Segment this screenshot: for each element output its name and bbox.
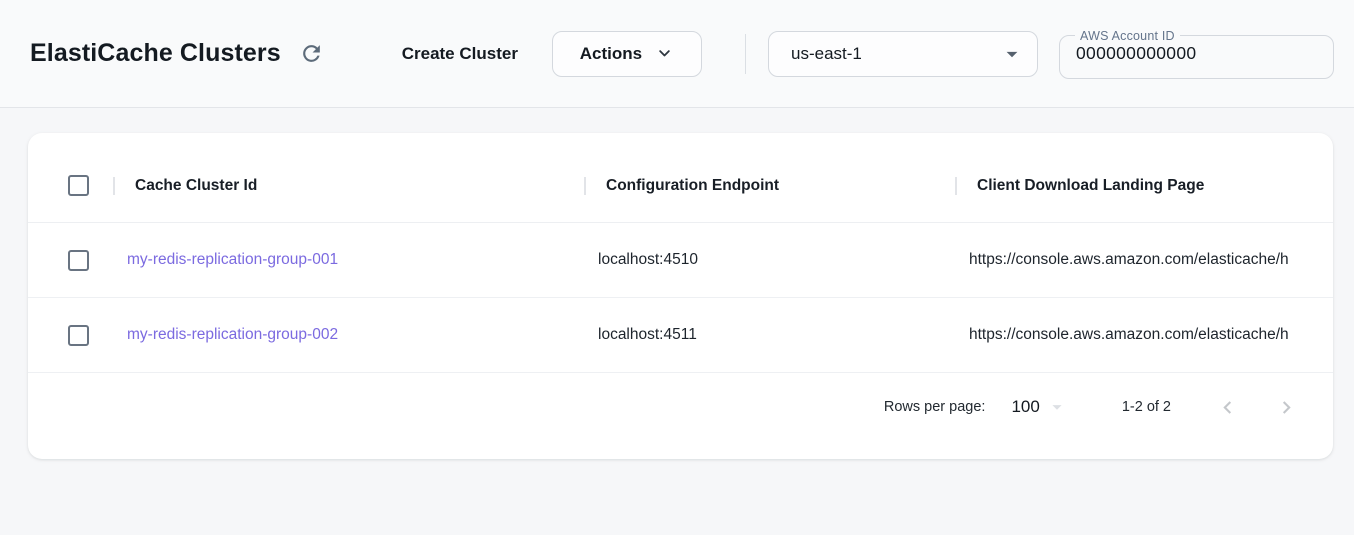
pagination-range-label: 1-2 of 2 xyxy=(1121,399,1171,415)
page-title: ElastiCache Clusters xyxy=(30,39,281,67)
cell-configuration-endpoint: localhost:4511 xyxy=(598,326,697,343)
column-header-cache-cluster-id[interactable]: Cache Cluster Id xyxy=(113,177,584,195)
previous-page-button[interactable] xyxy=(1215,395,1240,420)
cell-cache-cluster-id: my-redis-replication-group-001 xyxy=(113,251,584,269)
table-header-row: Cache Cluster Id Configuration Endpoint … xyxy=(28,149,1333,223)
aws-account-id-input[interactable] xyxy=(1076,34,1324,73)
page-content: Cache Cluster Id Configuration Endpoint … xyxy=(0,133,1354,459)
cluster-link[interactable]: my-redis-replication-group-001 xyxy=(127,251,339,268)
rows-per-page-select[interactable]: 100 xyxy=(1011,396,1067,418)
select-all-checkbox[interactable] xyxy=(68,175,89,196)
actions-button[interactable]: Actions xyxy=(551,30,702,77)
cluster-link[interactable]: my-redis-replication-group-002 xyxy=(127,326,339,343)
chevron-left-icon xyxy=(1215,395,1240,420)
table-pagination: Rows per page: 100 1-2 of 2 xyxy=(28,373,1333,441)
cell-client-download-landing-page: https://console.aws.amazon.com/elasticac… xyxy=(969,326,1289,343)
row-2-checkbox[interactable] xyxy=(68,324,89,346)
region-select[interactable]: us-east-1 xyxy=(768,30,1038,77)
header-checkbox-cell xyxy=(28,175,113,196)
region-select-value: us-east-1 xyxy=(791,43,862,63)
rows-per-page-label: Rows per page: xyxy=(883,399,986,415)
create-cluster-button[interactable]: Create Cluster xyxy=(401,43,518,63)
dropdown-caret-icon xyxy=(999,41,1025,67)
refresh-button[interactable] xyxy=(297,39,326,68)
actions-button-label: Actions xyxy=(579,43,643,63)
rows-per-page-caret-icon xyxy=(1046,396,1068,418)
table-row: my-redis-replication-group-002 localhost… xyxy=(28,298,1333,373)
cell-cache-cluster-id: my-redis-replication-group-002 xyxy=(113,326,584,344)
table-row: my-redis-replication-group-001 localhost… xyxy=(28,223,1333,298)
header-divider xyxy=(745,33,746,74)
column-header-configuration-endpoint[interactable]: Configuration Endpoint xyxy=(584,177,955,195)
next-page-button[interactable] xyxy=(1274,395,1299,420)
page-header: ElastiCache Clusters Create Cluster Acti… xyxy=(0,0,1354,108)
clusters-table-card: Cache Cluster Id Configuration Endpoint … xyxy=(28,133,1333,459)
chevron-down-icon xyxy=(655,44,674,63)
cell-client-download-landing-page: https://console.aws.amazon.com/elasticac… xyxy=(969,251,1289,268)
cell-configuration-endpoint: localhost:4510 xyxy=(598,251,698,268)
column-header-client-download-landing-page[interactable]: Client Download Landing Page xyxy=(955,177,1333,195)
chevron-right-icon xyxy=(1274,395,1299,420)
row-1-checkbox[interactable] xyxy=(68,249,89,271)
row-checkbox-cell xyxy=(28,324,113,346)
aws-account-id-field: AWS Account ID xyxy=(1059,28,1334,79)
rows-per-page-value: 100 xyxy=(1011,397,1040,416)
refresh-icon xyxy=(299,41,324,66)
row-checkbox-cell xyxy=(28,249,113,271)
